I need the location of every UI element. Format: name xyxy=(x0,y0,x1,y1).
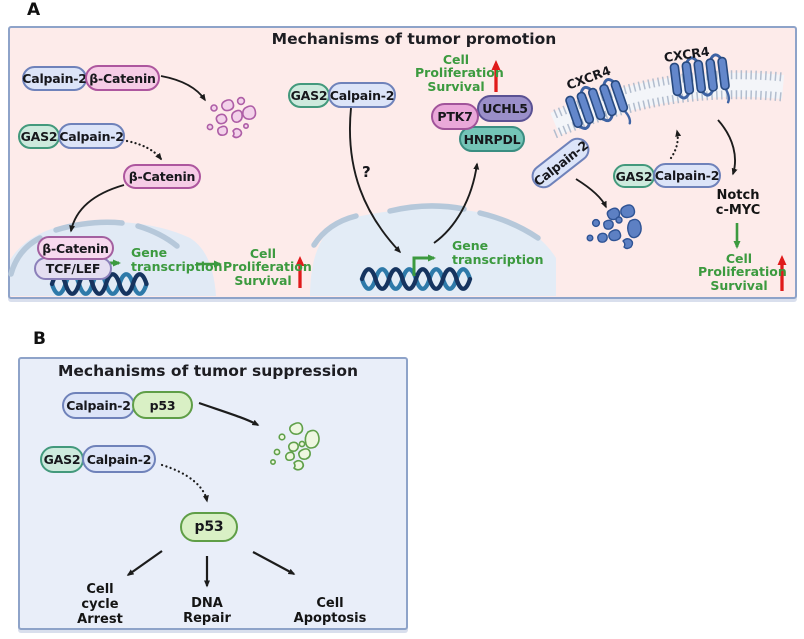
panel-b-label: B xyxy=(33,329,46,349)
pill-uchl5: UCHL5 xyxy=(477,95,533,122)
notch-cmyc-label: Notch c-MYC xyxy=(715,188,761,218)
panel-a-title: Mechanisms of tumor promotion xyxy=(271,30,557,48)
cell-apoptosis-label: Cell Apoptosis xyxy=(293,596,367,626)
panel-a-label: A xyxy=(27,0,41,20)
panel-b-title: Mechanisms of tumor suppression xyxy=(57,362,359,380)
pill-gas2-b: GAS2 xyxy=(40,446,84,473)
pill-gas2-right: GAS2 xyxy=(613,164,655,188)
gene-transcription-middle: Gene transcription xyxy=(452,238,544,267)
pill-beta-catenin-nucleus: β-Catenin xyxy=(37,236,114,260)
pill-calpain2-a1: Calpain-2 xyxy=(22,66,87,91)
pill-tcf-lef: TCF/LEF xyxy=(34,257,112,280)
pill-calpain2-b1: Calpain-2 xyxy=(62,392,135,419)
outcome-right: Cell Proliferation Survival xyxy=(698,251,787,293)
pill-hnrpdl: HNRPDL xyxy=(459,126,525,152)
pill-calpain2-mid: Calpain-2 xyxy=(328,82,396,108)
pill-calpain2-right2: Calpain-2 xyxy=(653,163,721,188)
pill-ptk7: PTK7 xyxy=(431,103,479,130)
cell-cycle-arrest-label: Cell cycle Arrest xyxy=(77,582,123,627)
pill-beta-catenin-a2: β-Catenin xyxy=(123,164,201,189)
pill-calpain2-b2: Calpain-2 xyxy=(82,445,156,473)
gene-transcription-left: Gene transcription xyxy=(131,245,223,274)
pill-gas2-a1: GAS2 xyxy=(18,124,60,149)
pill-p53-b2: p53 xyxy=(180,512,238,542)
question-mark-label: ? xyxy=(362,163,371,181)
outcome-left: Cell Proliferation Survival xyxy=(223,246,312,288)
outcome-middle: Cell Proliferation Survival xyxy=(415,52,504,94)
pill-beta-catenin-a1: β-Catenin xyxy=(85,65,160,91)
pill-gas2-mid: GAS2 xyxy=(288,83,330,108)
pill-calpain2-a2: Calpain-2 xyxy=(58,123,125,149)
pill-p53-b1: p53 xyxy=(132,391,193,419)
dna-repair-label: DNA Repair xyxy=(183,596,231,626)
